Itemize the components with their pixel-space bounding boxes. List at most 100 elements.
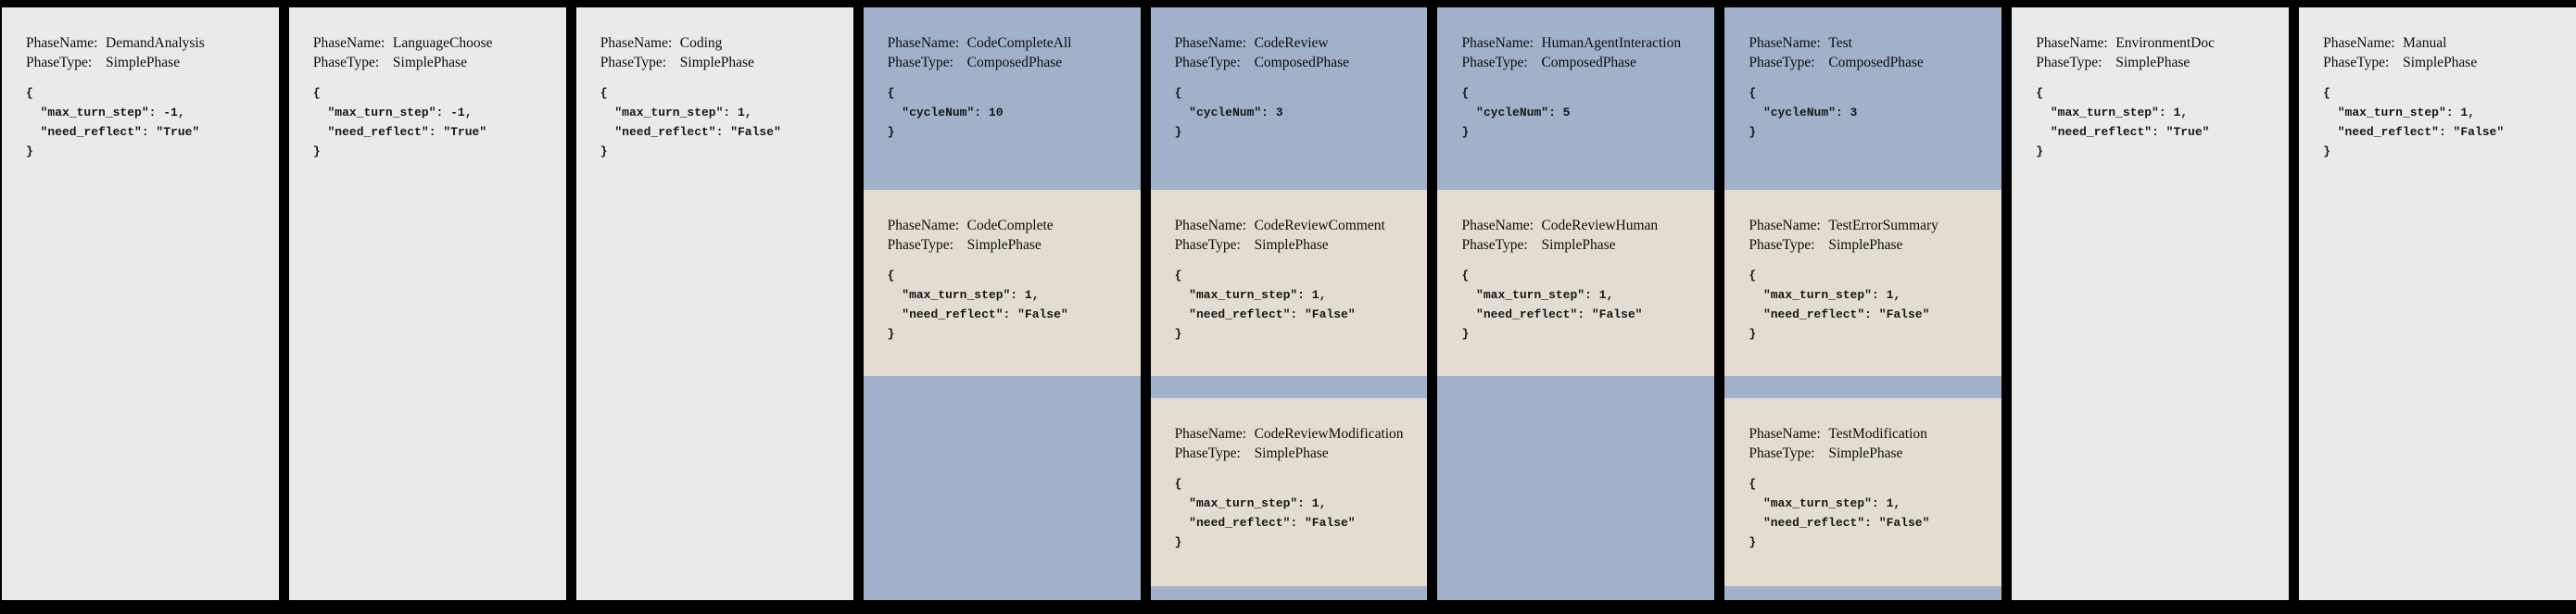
- phase-body: PhaseName:EnvironmentDoc PhaseType: Simpl…: [2012, 7, 2289, 161]
- phase-body: PhaseName:TestModification PhaseType:Sim…: [1724, 398, 2001, 552]
- phase-name-value: Test: [1828, 35, 1852, 51]
- phase-type-row: PhaseType: SimplePhase: [313, 53, 559, 72]
- phase-name-row: PhaseName:CodeReviewHuman: [1461, 216, 1707, 235]
- phase-type-value: SimplePhase: [2403, 55, 2478, 70]
- phase-config-json: { "max_turn_step": 1, "need_reflect": "F…: [1174, 477, 1356, 549]
- phase-type-row: PhaseType:SimplePhase: [600, 53, 846, 72]
- phase-card-code-review: PhaseName:CodeReview PhaseType:ComposedP…: [1150, 7, 1428, 600]
- phase-name-label: PhaseName:: [26, 35, 98, 51]
- phase-body: PhaseName:HumanAgentInteraction PhaseTyp…: [1437, 7, 1714, 142]
- phase-type-label: PhaseType:: [600, 55, 667, 70]
- phase-name-value: TestErrorSummary: [1828, 218, 1938, 233]
- phase-type-value: SimplePhase: [1828, 237, 1903, 253]
- phase-config-json: { "max_turn_step": 1, "need_reflect": "T…: [2036, 86, 2210, 158]
- phase-card-coding: PhaseName: Coding PhaseType:SimplePhase {…: [575, 7, 853, 600]
- composed-phase-header: PhaseName:Test PhaseType:ComposedPhase {…: [1724, 7, 2001, 190]
- phase-body: PhaseName: DemandAnalysis PhaseType: Simpl…: [2, 7, 279, 161]
- phase-body: PhaseName: CodeReviewModification PhaseTy…: [1151, 398, 1428, 552]
- phase-type-row: PhaseType:ComposedPhase: [1175, 53, 1421, 72]
- phase-body: PhaseName: LanguageChoose PhaseType: Simpl…: [289, 7, 566, 161]
- phase-type-row: PhaseType: SimplePhase: [2323, 53, 2569, 72]
- phase-name-value: LanguageChoose: [392, 35, 493, 51]
- phase-name-label: PhaseName:: [2323, 35, 2395, 51]
- phase-body: PhaseName: CodeComplete PhaseType: SimpleP…: [864, 190, 1141, 344]
- phase-name-value: DemandAnalysis: [106, 35, 205, 51]
- phase-card-manual: PhaseName:Manual PhaseType:SimplePhase {…: [2299, 7, 2576, 600]
- phase-config-json: { "max_turn_step": -1, "need_reflect": "…: [26, 86, 200, 158]
- phase-config-json: { "cycleNum": 3 }: [1174, 86, 1283, 139]
- phase-name-label: PhaseName:: [600, 35, 673, 51]
- phase-name-row: PhaseName: Coding: [600, 33, 846, 53]
- phase-type-row: PhaseType:ComposedPhase: [888, 53, 1133, 72]
- phase-type-label: PhaseType:: [1174, 445, 1241, 461]
- phase-type-value: SimplePhase: [2115, 55, 2191, 70]
- phase-name-label: PhaseName:: [1749, 35, 1821, 51]
- phase-name-label: PhaseName:: [312, 35, 385, 51]
- phase-type-label: PhaseType:: [1749, 55, 1815, 70]
- phase-body: PhaseName:Manual PhaseType:SimplePhase {…: [2299, 7, 2576, 161]
- phase-name-label: PhaseName:: [1749, 218, 1821, 233]
- phase-name-label: PhaseName:: [887, 35, 960, 51]
- phase-type-label: PhaseType:: [1461, 55, 1528, 70]
- phase-config-json: { "cycleNum": 10 }: [887, 86, 1004, 139]
- phase-type-label: PhaseType:: [26, 55, 93, 70]
- phase-type-row: PhaseType: SimplePhase: [1749, 235, 1994, 255]
- phase-card-test: PhaseName:Test PhaseType:ComposedPhase {…: [1724, 7, 2002, 600]
- phase-type-label: PhaseType:: [312, 55, 380, 70]
- phase-type-value: ComposedPhase: [1541, 55, 1636, 70]
- phase-config-json: { "max_turn_step": 1, "need_reflect": "F…: [1749, 477, 1930, 549]
- sub-phase-card-code-review-comment: PhaseName:CodeReviewComment PhaseType:Si…: [1150, 190, 1428, 376]
- phase-name-row: PhaseName:CodeReviewComment: [1175, 216, 1421, 235]
- phase-type-label: PhaseType:: [1461, 237, 1528, 253]
- phase-name-row: PhaseName: CodeReviewModification: [1175, 424, 1421, 444]
- phase-name-label: PhaseName:: [1461, 218, 1534, 233]
- phase-config-json: { "max_turn_step": 1, "need_reflect": "F…: [1749, 269, 1930, 341]
- sub-phase-card-code-complete: PhaseName: CodeComplete PhaseType: SimpleP…: [863, 190, 1141, 376]
- phase-config-json: { "max_turn_step": 1, "need_reflect": "F…: [600, 86, 781, 158]
- composed-phase-header: PhaseName:CodeReview PhaseType:ComposedP…: [1151, 7, 1428, 190]
- phase-name-value: CodeComplete: [966, 218, 1054, 233]
- phase-type-label: PhaseType:: [2036, 55, 2102, 70]
- phase-type-value: SimplePhase: [966, 237, 1042, 253]
- phase-type-row: PhaseType: SimplePhase: [888, 235, 1133, 255]
- phase-type-value: ComposedPhase: [966, 55, 1063, 70]
- phase-type-value: SimplePhase: [1254, 237, 1329, 253]
- sub-phase-card-test-error-summary: PhaseName: TestErrorSummary PhaseType: Sim…: [1724, 190, 2002, 376]
- sub-phase-card-code-review-modification: PhaseName: CodeReviewModification PhaseTy…: [1150, 398, 1428, 586]
- phase-type-row: PhaseType: SimplePhase: [1461, 235, 1707, 255]
- phase-type-row: PhaseType:SimplePhase: [1749, 444, 1994, 463]
- phase-name-value: HumanAgentInteraction: [1541, 35, 1682, 51]
- phase-type-label: PhaseType:: [1749, 237, 1815, 253]
- phase-type-value: SimplePhase: [392, 55, 467, 70]
- phase-name-row: PhaseName:CodeReview: [1175, 33, 1421, 53]
- phase-card-code-complete-all: PhaseName:CodeCompleteAll PhaseType:Comp…: [863, 7, 1141, 600]
- phase-type-value: SimplePhase: [1541, 237, 1616, 253]
- phase-type-value: SimplePhase: [1828, 445, 1903, 461]
- phase-body: PhaseName: Coding PhaseType:SimplePhase {…: [576, 7, 853, 161]
- phase-config-json: { "cycleNum": 3 }: [1749, 86, 1858, 139]
- phase-name-label: PhaseName:: [1174, 426, 1247, 442]
- phase-config-json: { "cycleNum": 5 }: [1461, 86, 1571, 139]
- phase-name-row: PhaseName: TestErrorSummary: [1749, 216, 1994, 235]
- phase-name-value: Manual: [2403, 35, 2447, 51]
- phase-name-row: PhaseName:EnvironmentDoc: [2036, 33, 2281, 53]
- phase-name-label: PhaseName:: [1174, 218, 1247, 233]
- phase-type-row: PhaseType:SimplePhase: [1175, 444, 1421, 463]
- phase-name-row: PhaseName: LanguageChoose: [313, 33, 559, 53]
- phase-body: PhaseName:CodeReviewComment PhaseType:Si…: [1151, 190, 1428, 344]
- phase-type-label: PhaseType:: [887, 237, 953, 253]
- phase-name-value: CodeReviewModification: [1254, 426, 1404, 442]
- phase-card-human-agent-interaction: PhaseName: HumanAgentInteraction PhaseTyp…: [1437, 7, 1715, 600]
- phase-name-row: PhaseName: Test: [1749, 33, 1994, 53]
- phase-type-label: PhaseType:: [2323, 55, 2390, 70]
- phase-name-value: Coding: [679, 35, 723, 51]
- phase-type-label: PhaseType:: [1174, 55, 1241, 70]
- phase-name-row: PhaseName: DemandAnalysis: [26, 33, 271, 53]
- phase-type-value: SimplePhase: [106, 55, 181, 70]
- phase-name-label: PhaseName:: [1174, 35, 1247, 51]
- phase-name-row: PhaseName:TestModification: [1749, 424, 1994, 444]
- phase-name-label: PhaseName:: [887, 218, 960, 233]
- phase-name-value: CodeCompleteAll: [966, 35, 1072, 51]
- phase-name-label: PhaseName:: [1749, 426, 1821, 442]
